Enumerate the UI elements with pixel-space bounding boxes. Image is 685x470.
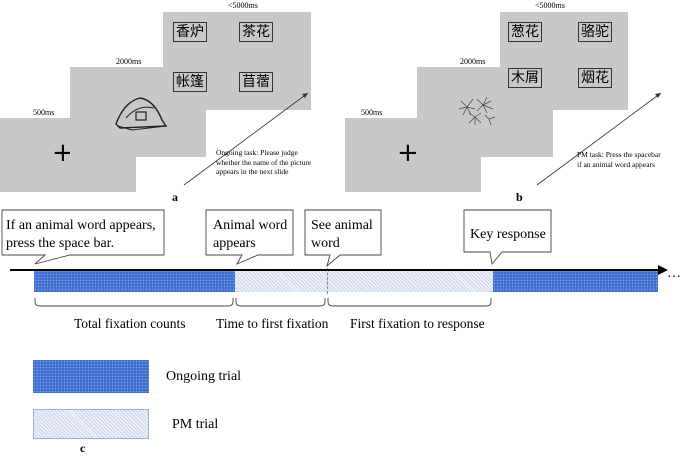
fireworks-icon	[458, 96, 496, 126]
time-label-picture: 2000ms	[116, 57, 142, 66]
timeline-pm-segment	[235, 270, 493, 292]
word-box: 苜蓿	[239, 72, 273, 92]
time-arrow	[536, 92, 662, 186]
callout-shapes	[1, 209, 552, 268]
segment-label: Total fixation counts	[74, 316, 186, 331]
callout-bubble	[205, 209, 294, 265]
callout-bubble	[304, 209, 382, 268]
word-box: 木屑	[508, 68, 542, 88]
callout-bubble	[1, 209, 165, 265]
timeline-ellipsis: …	[667, 266, 681, 281]
fixation-cross-icon: +	[397, 138, 419, 168]
time-label-words: <5000ms	[228, 1, 258, 10]
word-box: 骆驼	[578, 22, 612, 42]
word-box: 烟花	[578, 68, 612, 88]
pm-task-text: PM task: Press the spacebar if an animal…	[577, 150, 661, 169]
callout-bubble	[463, 209, 552, 266]
first-fixation-marker	[327, 268, 328, 294]
ongoing-task-text: Ongoing task: Please judge whether the n…	[216, 148, 312, 176]
callout-text: Key response	[470, 227, 546, 242]
slide-words: 葱花 骆驼 木屑 烟花	[500, 12, 628, 110]
fixation-cross-icon: +	[52, 138, 74, 168]
legend-label-pm: PM trial	[172, 417, 219, 432]
word-box: 香炉	[173, 22, 207, 42]
panel-a: + 500ms 2000ms 香炉 茶花 帐篷 苜蓿 <5000ms Ongoi…	[0, 0, 340, 210]
time-label-fixation: 500ms	[33, 108, 55, 117]
time-label-fixation: 500ms	[361, 108, 383, 117]
timeline-ongoing-segment	[34, 270, 235, 292]
callout-text: Animal word appears	[213, 218, 288, 251]
callout-text: If an animal word appears, press the spa…	[6, 218, 156, 251]
panel-b: + 500ms 2000ms 葱花 骆驼 木屑 烟花 <5000ms PM ta…	[345, 0, 685, 210]
panel-label-b: b	[516, 190, 523, 204]
word-box: 葱花	[508, 22, 542, 42]
time-label-picture: 2000ms	[460, 57, 486, 66]
word-box: 帐篷	[173, 72, 207, 92]
segment-label: Time to first fixation	[216, 316, 329, 331]
time-arrow	[183, 92, 309, 186]
segment-label: First fixation to response	[350, 316, 485, 331]
slide-words: 香炉 茶花 帐篷 苜蓿	[163, 12, 311, 110]
timeline-ongoing-segment	[493, 270, 658, 292]
tent-icon	[115, 97, 168, 131]
legend-swatch-ongoing	[33, 360, 149, 393]
legend-label-ongoing: Ongoing trial	[166, 369, 242, 384]
word-box: 茶花	[239, 22, 273, 42]
callout-text: See animal word	[311, 218, 373, 251]
time-label-words: <5000ms	[535, 1, 565, 10]
legend-swatch-pm	[33, 409, 149, 439]
panel-label-a: a	[172, 190, 178, 204]
timeline-axis	[10, 265, 668, 275]
panel-label-c: c	[80, 441, 86, 455]
segment-braces	[34, 298, 492, 307]
